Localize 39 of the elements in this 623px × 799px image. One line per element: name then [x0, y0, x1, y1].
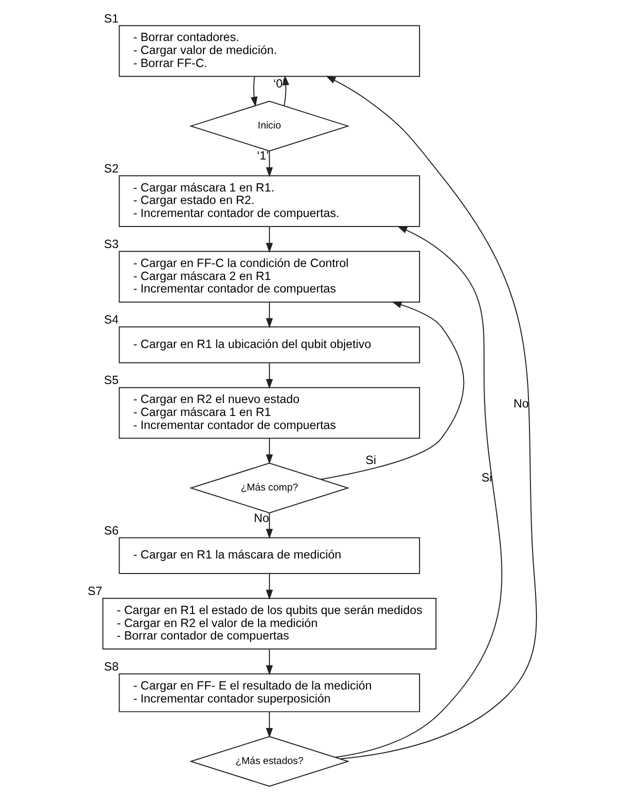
arrow [282, 75, 289, 106]
node-diamond: ¿Más comp? [188, 462, 350, 514]
node-box: - Borrar contadores. - Cargar valor de medición. - Borrar FF-C. [118, 25, 420, 77]
arrow [265, 362, 272, 389]
edge-label: Si [365, 453, 376, 468]
edge-label: No [253, 510, 269, 525]
node-label: S7 [87, 584, 102, 598]
arrow [265, 573, 272, 600]
arrow [265, 226, 272, 253]
arrow [265, 712, 272, 738]
arrow [320, 301, 464, 480]
node-box: - Cargar en FF-C la condición de Control - Cargar máscara 2 en R1 - Incrementar contador de compuertas [118, 250, 420, 303]
node-label: S1 [104, 11, 118, 26]
node-label: S5 [104, 373, 118, 388]
arrow [265, 648, 272, 676]
arrow [265, 512, 272, 539]
arrow [265, 438, 272, 464]
node-box: - Cargar en R1 la máscara de medición [118, 537, 420, 574]
node-box: - Cargar en R1 el estado de los qubits que serán medidos - Cargar en R2 el valor de la medición - Borrar contador de compuertas [102, 598, 436, 650]
node-label: S8 [104, 660, 118, 674]
arrow [265, 150, 272, 178]
node-box: - Cargar máscara 1 en R1. - Cargar estado en R2. - Incrementar contador de compuertas. [118, 175, 420, 227]
arrow [265, 302, 272, 328]
edge-label: Si [480, 470, 492, 485]
node-box: - Cargar en R1 la ubicación del qubit objetivo [118, 326, 420, 364]
node-label: S4 [104, 312, 118, 327]
arrow [325, 76, 536, 760]
node-label: S6 [104, 523, 118, 538]
edge-label: No [512, 396, 528, 411]
node-diamond: ¿Más estados? [188, 736, 350, 787]
edge-label: ‘0’ [272, 76, 285, 91]
arrow [334, 226, 502, 758]
node-diamond: Inicio [188, 100, 350, 152]
node-label: S3 [104, 236, 118, 251]
node-box: - Cargar en R2 el nuevo estado - Cargar máscara 1 en R1 - Incrementar contador de compuertas [118, 387, 420, 439]
node-box: - Cargar en FF- E el resultado de la medición - Incrementar contador superposición [118, 673, 420, 712]
node-label: S2 [104, 161, 118, 176]
edge-label: ‘1’ [256, 148, 268, 163]
arrow [250, 76, 258, 107]
